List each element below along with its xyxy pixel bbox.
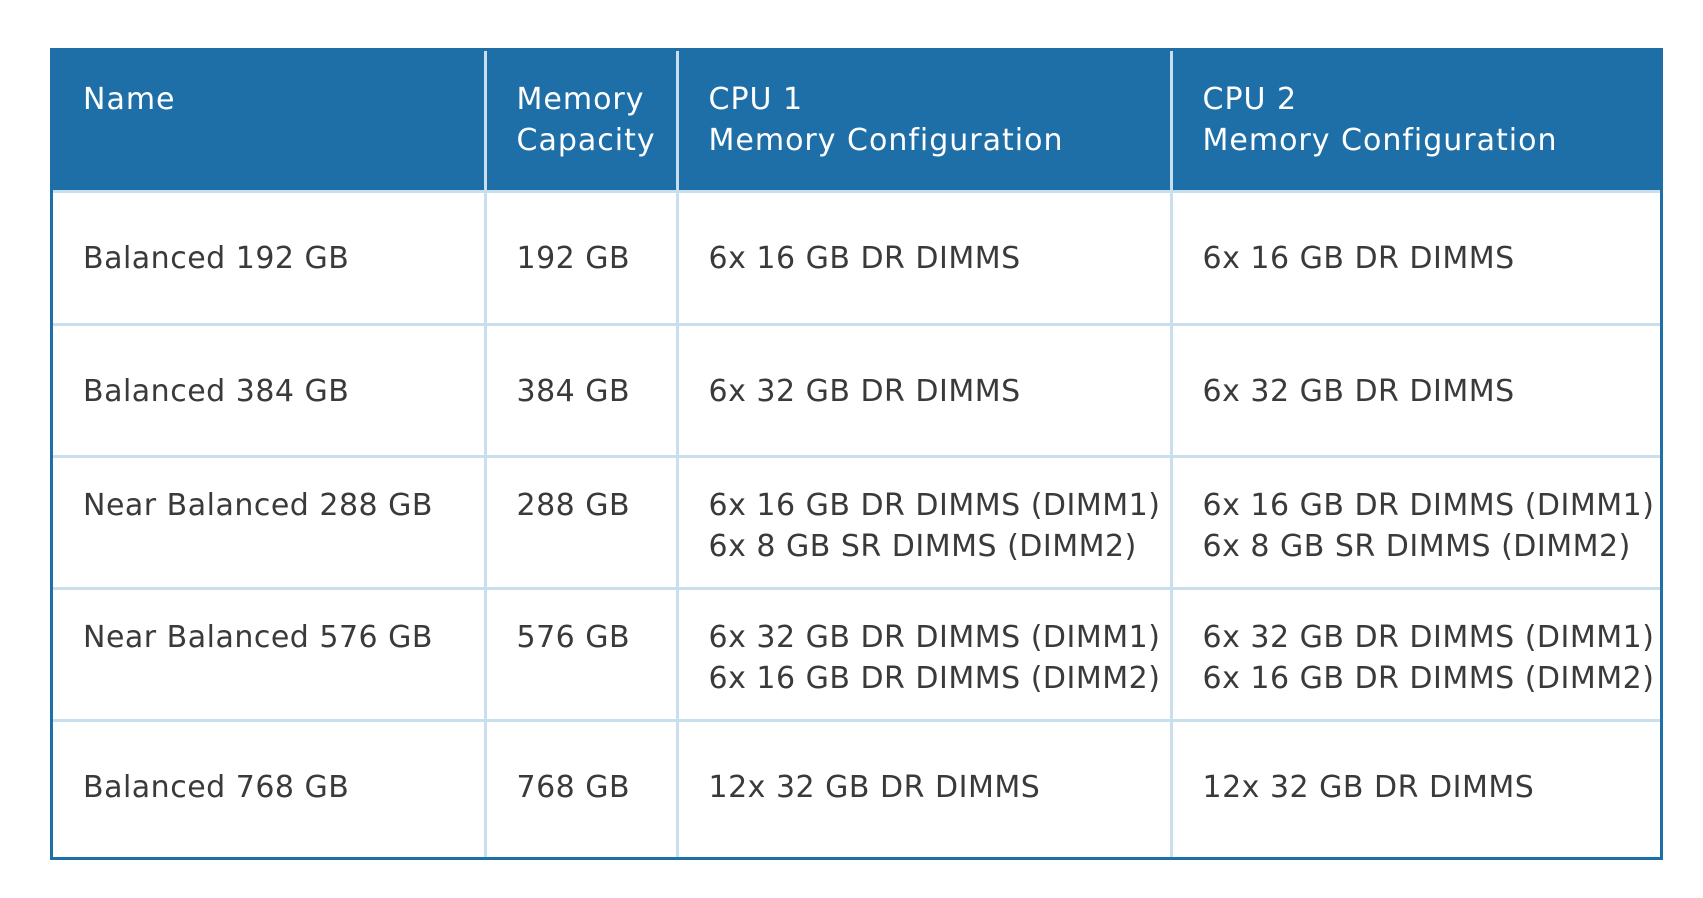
cpu1-config-line: 6x 16 GB DR DIMMS (DIMM1) [708, 487, 1161, 523]
cell-name: Balanced 768 GB [53, 720, 487, 857]
cell-cpu2-config: 6x 32 GB DR DIMMS (DIMM1) 6x 16 GB DR DI… [1171, 588, 1660, 722]
table-body: Balanced 192 GB 192 GB 6x 16 GB DR DIMMS… [53, 191, 1660, 857]
table-header: Name Memory Capacity CPU 1 Memory Config… [53, 51, 1660, 193]
cpu1-config-line: 12x 32 GB DR DIMMS [708, 769, 1041, 805]
cell-cpu1-config: 6x 16 GB DR DIMMS (DIMM1) 6x 8 GB SR DIM… [677, 456, 1173, 590]
cell-name: Near Balanced 576 GB [53, 588, 487, 722]
table-row: Balanced 384 GB 384 GB 6x 32 GB DR DIMMS… [53, 324, 1660, 458]
cell-cpu1-config: 6x 32 GB DR DIMMS [677, 324, 1173, 458]
cell-cpu2-config: 6x 16 GB DR DIMMS [1171, 191, 1660, 326]
cell-capacity: 288 GB [485, 456, 679, 590]
cpu2-config-line: 6x 8 GB SR DIMMS (DIMM2) [1202, 528, 1631, 564]
cell-cpu2-config: 12x 32 GB DR DIMMS [1171, 720, 1660, 857]
cell-name: Balanced 384 GB [53, 324, 487, 458]
cpu2-config-line: 6x 16 GB DR DIMMS (DIMM1) [1202, 487, 1655, 523]
header-row: Name Memory Capacity CPU 1 Memory Config… [53, 51, 1660, 193]
cell-capacity: 576 GB [485, 588, 679, 722]
cell-capacity: 768 GB [485, 720, 679, 857]
header-memory-capacity: Memory Capacity [485, 51, 679, 193]
table-row: Balanced 192 GB 192 GB 6x 16 GB DR DIMMS… [53, 191, 1660, 326]
cpu2-config-line: 12x 32 GB DR DIMMS [1202, 769, 1535, 805]
cpu1-config-line: 6x 32 GB DR DIMMS (DIMM1) [708, 619, 1161, 655]
cpu1-config-line: 6x 8 GB SR DIMMS (DIMM2) [708, 528, 1137, 564]
cpu1-config-line: 6x 32 GB DR DIMMS [708, 373, 1021, 409]
header-cpu1-line1: CPU 1 [708, 82, 804, 117]
table: Name Memory Capacity CPU 1 Memory Config… [53, 51, 1660, 857]
cpu2-config-line: 6x 16 GB DR DIMMS [1202, 240, 1515, 276]
cell-cpu2-config: 6x 16 GB DR DIMMS (DIMM1) 6x 8 GB SR DIM… [1171, 456, 1660, 590]
cell-name: Near Balanced 288 GB [53, 456, 487, 590]
cpu2-config-line: 6x 32 GB DR DIMMS (DIMM1) [1202, 619, 1655, 655]
header-cpu2-line2: Memory Configuration [1202, 123, 1558, 158]
cell-name: Balanced 192 GB [53, 191, 487, 326]
header-name: Name [53, 51, 487, 193]
header-cpu1-line2: Memory Configuration [708, 123, 1064, 158]
header-cpu2-line1: CPU 2 [1202, 82, 1298, 117]
header-capacity-line1: Memory [516, 82, 645, 117]
cell-capacity: 192 GB [485, 191, 679, 326]
header-name-label: Name [83, 82, 176, 117]
cell-cpu2-config: 6x 32 GB DR DIMMS [1171, 324, 1660, 458]
cpu2-config-line: 6x 16 GB DR DIMMS (DIMM2) [1202, 660, 1655, 696]
table-row: Near Balanced 288 GB 288 GB 6x 16 GB DR … [53, 456, 1660, 590]
header-cpu2-config: CPU 2 Memory Configuration [1171, 51, 1660, 193]
cell-cpu1-config: 12x 32 GB DR DIMMS [677, 720, 1173, 857]
cpu1-config-line: 6x 16 GB DR DIMMS [708, 240, 1021, 276]
table-row: Balanced 768 GB 768 GB 12x 32 GB DR DIMM… [53, 720, 1660, 857]
cell-cpu1-config: 6x 32 GB DR DIMMS (DIMM1) 6x 16 GB DR DI… [677, 588, 1173, 722]
table-row: Near Balanced 576 GB 576 GB 6x 32 GB DR … [53, 588, 1660, 722]
header-capacity-line2: Capacity [516, 123, 656, 158]
cpu1-config-line: 6x 16 GB DR DIMMS (DIMM2) [708, 660, 1161, 696]
cell-cpu1-config: 6x 16 GB DR DIMMS [677, 191, 1173, 326]
header-cpu1-config: CPU 1 Memory Configuration [677, 51, 1173, 193]
cell-capacity: 384 GB [485, 324, 679, 458]
memory-configuration-table: Name Memory Capacity CPU 1 Memory Config… [50, 48, 1663, 860]
cpu2-config-line: 6x 32 GB DR DIMMS [1202, 373, 1515, 409]
